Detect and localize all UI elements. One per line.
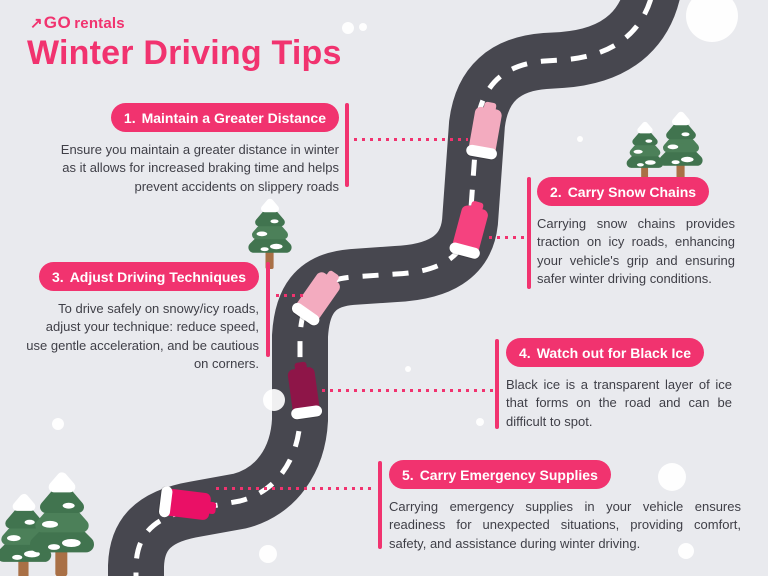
tip-5-heading-badge: 5. Carry Emergency Supplies xyxy=(389,460,611,489)
tip-1-heading-badge: 1. Maintain a Greater Distance xyxy=(110,103,339,132)
tip-number: 2. xyxy=(550,184,562,200)
logo-arrow-icon: ↗ xyxy=(30,15,43,32)
road-centerline xyxy=(133,0,653,576)
accent-bar xyxy=(266,262,270,357)
snow-dot xyxy=(405,366,411,372)
accent-bar xyxy=(495,339,499,429)
page-title: Winter Driving Tips xyxy=(27,34,342,72)
snow-dot xyxy=(476,418,484,426)
connector-line xyxy=(489,236,525,239)
snow-dot xyxy=(342,22,354,34)
tip-number: 4. xyxy=(519,345,531,361)
snow-dot xyxy=(359,23,367,31)
snow-dot xyxy=(259,545,277,563)
tip-heading: Carry Snow Chains xyxy=(567,184,697,200)
tip-card-1: 1. Maintain a Greater Distance Ensure you… xyxy=(56,103,339,196)
pine-tree xyxy=(654,107,708,185)
tip-card-4: 4. Watch out for Black Ice Black ice is a… xyxy=(506,338,732,431)
tip-heading: Watch out for Black Ice xyxy=(536,345,691,361)
logo-rentals-text: rentals xyxy=(74,15,125,32)
tip-3-heading-badge: 3. Adjust Driving Techniques xyxy=(39,262,259,291)
connector-line xyxy=(276,294,304,297)
tip-heading: Adjust Driving Techniques xyxy=(69,269,246,285)
accent-bar xyxy=(527,177,531,289)
tip-heading: Carry Emergency Supplies xyxy=(419,467,598,483)
connector-line xyxy=(216,487,376,490)
tip-heading: Maintain a Greater Distance xyxy=(141,110,326,126)
snow-dot xyxy=(577,136,583,142)
tip-2-heading-badge: 2. Carry Snow Chains xyxy=(537,177,710,206)
accent-bar xyxy=(378,461,382,549)
tip-body-text: Ensure you maintain a greater distance i… xyxy=(60,142,339,194)
snow-dot xyxy=(678,543,694,559)
snow-dot xyxy=(686,0,738,42)
accent-bar xyxy=(345,103,349,187)
logo-go-text: GO xyxy=(43,13,72,32)
tip-card-3: 3. Adjust Driving Techniques To drive saf… xyxy=(26,262,259,374)
tip-4-heading-badge: 4. Watch out for Black Ice xyxy=(506,338,704,367)
connector-line xyxy=(354,138,468,141)
pine-tree xyxy=(22,464,102,576)
tip-card-5: 5. Carry Emergency Supplies Carrying emer… xyxy=(389,460,741,553)
tip-card-2: 2. Carry Snow Chains Carrying snow chains… xyxy=(537,177,735,289)
pine-tree xyxy=(243,193,297,273)
tip-body-text: Carrying emergency supplies in your vehi… xyxy=(389,499,741,551)
tip-number: 5. xyxy=(402,467,414,483)
tip-number: 1. xyxy=(123,110,136,126)
tip-body-text: Carrying snow chains provides traction o… xyxy=(537,216,735,287)
tip-body-text: To drive safely on snowy/icy roads, adju… xyxy=(26,301,259,372)
snow-dot xyxy=(658,463,686,491)
connector-line xyxy=(322,389,494,392)
tip-number: 3. xyxy=(52,269,64,285)
snow-dot xyxy=(52,418,64,430)
tip-body-text: Black ice is a transparent layer of ice … xyxy=(506,377,732,429)
snow-dot xyxy=(263,389,285,411)
